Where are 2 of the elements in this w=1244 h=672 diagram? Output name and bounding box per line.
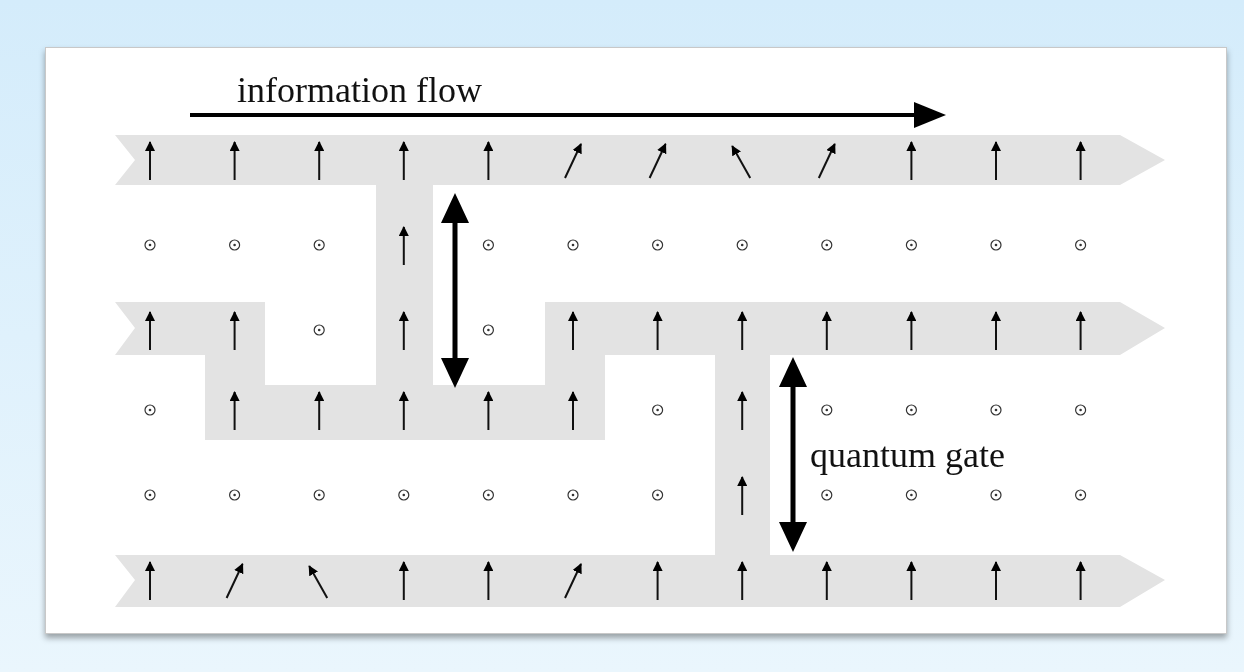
flow-label: information flow bbox=[237, 72, 482, 108]
gate-label: quantum gate bbox=[810, 437, 1005, 473]
